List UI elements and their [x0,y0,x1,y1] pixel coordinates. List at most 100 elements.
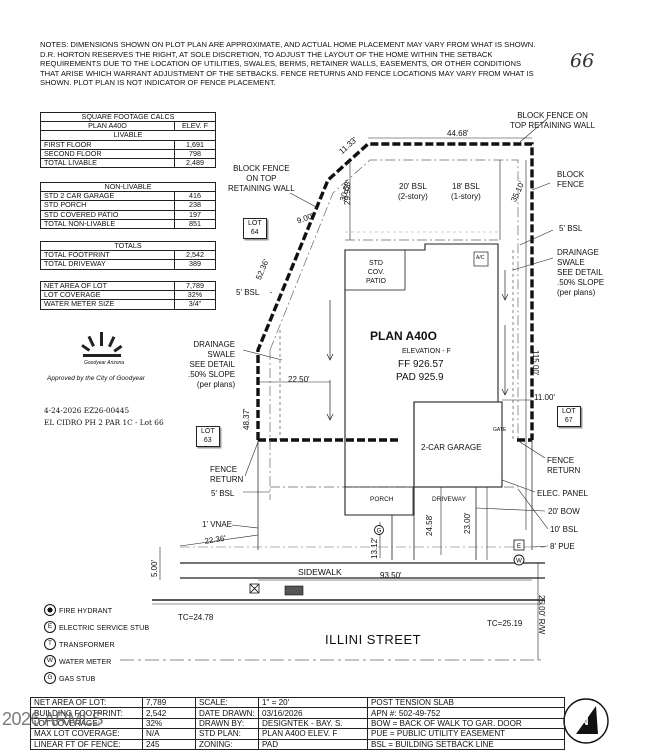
vnae-label: 1' VNAE [202,520,232,529]
goodyear-logo-icon [81,332,123,357]
plan-ff: FF 926.57 [398,359,444,370]
tc-left-label: TC=24.78 [178,613,214,622]
ac-label: A/C [476,255,485,261]
callout-line: (2-story) [398,192,428,201]
notes-block: NOTES: DIMENSIONS SHOWN ON PLOT PLAN ARE… [40,40,560,88]
stamp-line-1: 4-24-2026 EZ26-00445 [44,406,130,415]
callout-line: RETAINING WALL [228,184,295,193]
stamp-line-2: EL CIDRO PH 2 PAR 1C - Lot 66 [44,418,164,427]
nonlivable-header: NON-LIVABLE [40,181,216,192]
elec-panel-label: ELEC. PANEL [537,489,588,498]
driveway-label: DRIVEWAY [432,496,466,503]
plan-pad: PAD 925.9 [396,372,444,383]
legend-label: WATER METER [59,657,112,666]
callout-line: TOP RETAINING WALL [510,121,596,130]
note-line: REQUIREMENTS DUE TO THE LOCATION OF UTIL… [40,59,522,69]
summary-label: STD PLAN: [195,728,259,740]
summary-table: NET AREA OF LOT: 7,789 SCALE: 1" = 20' P… [30,696,565,750]
svg-text:E: E [517,544,521,550]
table-row-value: 3/4" [174,299,216,310]
street-name: ILLINI STREET [325,632,422,647]
livable-header: LIVABLE [40,130,216,141]
plan-name: PLAN A40O [370,329,437,343]
dim-22-36 [179,534,259,547]
gas-stub-icon [374,525,384,535]
summary-label: LINEAR FT OF FENCE: [30,738,143,750]
callout-line: 18' BSL [452,182,480,191]
block-fence-top-left-label: BLOCK FENCE ON TOP RETAINING WALL [228,164,295,194]
patio-label-line: STD [368,260,383,267]
bsl-10-label: 10' BSL [550,525,578,534]
svg-text:W: W [516,559,522,565]
drainage-right-label: DRAINAGE SWALE SEE DETAIL .50% SLOPE (pe… [557,248,604,298]
bsl-5-left-label: 5' BSL [236,288,260,297]
drainage-left-label: DRAINAGE SWALE SEE DETAIL .50% SLOPE (pe… [188,340,235,390]
fence-return-right-label: FENCE RETURN [547,456,580,476]
legend-label: ELECTRIC SERVICE STUB [59,623,150,632]
pue-8-label: 8' PUE [550,542,575,551]
setback-line [269,159,519,440]
table-row-value: 416 [174,191,216,202]
sqft-title: SQUARE FOOTAGE CALCS [40,111,216,122]
watermark: 2026 ARMLS [2,709,104,729]
table-row-value: 197 [174,209,216,220]
summary-label: DRAWN BY: [195,717,259,730]
plan-elevation: ELEVATION - F [402,348,451,355]
dim-text: 22.50' [288,375,310,384]
summary-label: SCALE: [195,696,259,709]
gas-stub-icon: G [44,672,56,684]
block-fence-right-label: BLOCK FENCE [557,170,584,190]
summary-value: 1" = 20' [258,696,368,709]
dim-text: 44.68' [447,129,469,138]
bsl-18-label: 18' BSL (1-story) [451,182,481,202]
lot-label: LOT [201,428,215,435]
summary-note: APN #: 502-49-752 [367,707,565,719]
summary-value: 245 [142,738,196,750]
note-line: THAT ARISE WHICH WARRANT ADJUSTMENT OF T… [40,68,534,78]
electric-stub-icon: E [44,621,56,633]
table-row-value: 389 [174,259,216,270]
property-fence-line [256,142,534,440]
gate-label: GATE [493,427,507,433]
porch-label: PORCH [370,496,394,503]
summary-value: N/A [142,728,196,740]
ac-pad [473,251,489,267]
fire-hydrant-marker-icon [249,583,260,594]
bsl-20-label: 20' BSL (2-story) [398,182,428,202]
summary-label: DATE DRAWN: [195,707,259,719]
callout-line: (per plans) [557,288,596,297]
callout-line: BLOCK FENCE ON [517,111,588,120]
summary-value: 03/16/2026 [258,707,368,719]
lot-tag-63: LOT 63 [196,426,220,447]
dim-text: 23.00' [463,512,472,534]
dim-text: 11.00' [534,393,555,402]
handwritten-lot-number: 66 [570,50,595,72]
patio-label: STD COV. PATIO [366,259,386,286]
summary-note: BOW = BACK OF WALK TO GAR. DOOR [367,717,565,730]
dim-text: 115.00' [531,350,540,376]
north-label: N [580,714,589,728]
bow-20-label: 20' BOW [548,507,580,516]
legend-label: TRANSFORMER [59,640,115,649]
totals-header: TOTALS [40,240,216,251]
callout-line: SEE DETAIL [189,360,236,369]
patio-label-line: PATIO [366,278,386,285]
dim-text: 13.12' [370,537,379,559]
callout-line: FENCE [210,465,238,474]
legend-label: GAS STUB [59,674,96,683]
lot-tag-67: LOT 67 [557,406,581,427]
callout-line: .50% SLOPE [557,278,605,287]
table-row-value: 851 [174,218,216,229]
summary-note: POST TENSION SLAB [367,696,565,709]
summary-label: ZONING: [195,738,259,750]
summary-value: PAD [258,738,368,750]
callout-line: (1-story) [451,192,481,201]
table-row-value: 238 [174,200,216,211]
electric-stub-icon [513,539,525,551]
summary-note: BSL = BUILDING SETBACK LINE [367,738,565,750]
mailbox-icon [284,585,304,596]
dim-text: 93.50' [380,571,402,580]
callout-line: BLOCK [557,170,585,179]
